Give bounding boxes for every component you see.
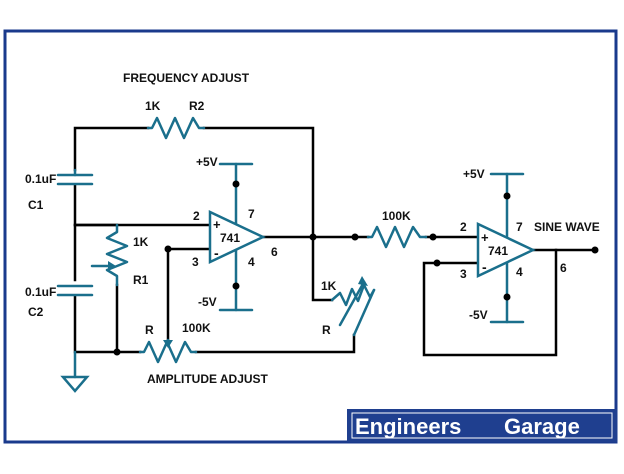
r1-value-label: 1K	[133, 235, 149, 249]
ground-symbol	[60, 375, 90, 393]
opamp2-pin4-label: 4	[516, 265, 523, 279]
opamp1-pin6-label: 6	[271, 245, 278, 259]
junction-sine-out	[591, 246, 599, 254]
logo-engineers-text: Engineers	[355, 414, 461, 439]
pot-name-label: R	[145, 323, 154, 337]
engineers-garage-logo: Engineers Garage	[347, 409, 617, 442]
opamp2-plus-sign: +	[481, 230, 489, 245]
opamp1-pin2-label: 2	[193, 209, 200, 223]
pot-wiper-arrow	[163, 340, 173, 348]
opamp1-minus-sign: -	[214, 245, 219, 261]
opamp1-pin3-label: 3	[192, 255, 199, 269]
diagram-frame	[3, 29, 618, 444]
junction-pin3	[164, 245, 172, 253]
r-series-value-label: 100K	[382, 209, 411, 223]
opamp2-pin2-label: 2	[460, 220, 467, 234]
resistor-r1	[105, 223, 129, 287]
wire-top-left	[73, 126, 150, 172]
resistor-r2	[146, 116, 206, 140]
opamp2-name-label: 741	[488, 244, 508, 258]
logo-inner-border	[351, 412, 613, 439]
opamp2-vplus-label: +5V	[463, 167, 485, 181]
junction-op2-in	[429, 233, 437, 241]
sine-wave-label: SINE WAVE	[534, 220, 600, 234]
opamp1-vplus-dot	[232, 180, 240, 188]
r2-value-label: 1K	[145, 99, 161, 113]
junction-out1	[309, 233, 317, 241]
junction-ground	[113, 348, 121, 356]
wire-ground-left	[73, 294, 142, 354]
logo-background	[347, 409, 617, 442]
pot-value-label: 100K	[182, 321, 211, 335]
opamp1-name-label: 741	[220, 231, 240, 245]
wire-feedback2	[422, 248, 558, 357]
logo-garage-text: Garage	[504, 414, 580, 439]
opamp2-pin7-label: 7	[516, 220, 523, 234]
opamp1-pin4-label: 4	[248, 255, 255, 269]
c2-value-label: 0.1uF	[25, 285, 56, 299]
r1-wiper-arrow	[108, 261, 116, 271]
opamp1-vminus-label: -5V	[198, 295, 217, 309]
opamp2-pin3-label: 3	[460, 267, 467, 281]
wire-ground-right	[194, 333, 356, 354]
wire-top-right	[202, 126, 315, 239]
opamp1-vplus-label: +5V	[196, 155, 218, 169]
opamp1-pin7-label: 7	[248, 207, 255, 221]
opamp2-triangle	[476, 222, 536, 278]
opamp1-vminus-dot	[232, 282, 240, 290]
c1-value-label: 0.1uF	[25, 172, 56, 186]
rvar-name-label: R	[322, 323, 331, 337]
opamp1-plus-sign: +	[213, 217, 221, 232]
rvar-lead	[352, 288, 376, 337]
wires	[73, 126, 599, 357]
opamp2-vplus-dot	[503, 192, 511, 200]
r2-name-label: R2	[189, 99, 205, 113]
junction-op2-fb	[433, 259, 441, 267]
rvar-value-label: 1K	[321, 279, 337, 293]
rvar-arrow-line	[338, 280, 366, 327]
junction-r100k	[351, 233, 359, 241]
amplitude-adjust-label: AMPLITUDE ADJUST	[147, 372, 269, 386]
resistor-rvar	[330, 283, 376, 307]
opamp2-pin6-label: 6	[560, 261, 567, 275]
c1-name-label: C1	[28, 198, 44, 212]
components	[56, 116, 536, 393]
c2-name-label: C2	[28, 305, 44, 319]
opamp2-minus-sign: -	[482, 259, 487, 275]
resistor-100k	[366, 225, 428, 249]
r1-name-label: R1	[133, 273, 149, 287]
wire-to-rvar	[311, 235, 334, 302]
rvar-arrow-head	[358, 276, 368, 286]
labels: FREQUENCY ADJUST 1K R2 0.1uF C1 0.1uF C2…	[25, 71, 600, 386]
opamp2-vminus-label: -5V	[469, 308, 488, 322]
frequency-adjust-label: FREQUENCY ADJUST	[123, 71, 250, 85]
opamp2-vminus-dot	[503, 293, 511, 301]
